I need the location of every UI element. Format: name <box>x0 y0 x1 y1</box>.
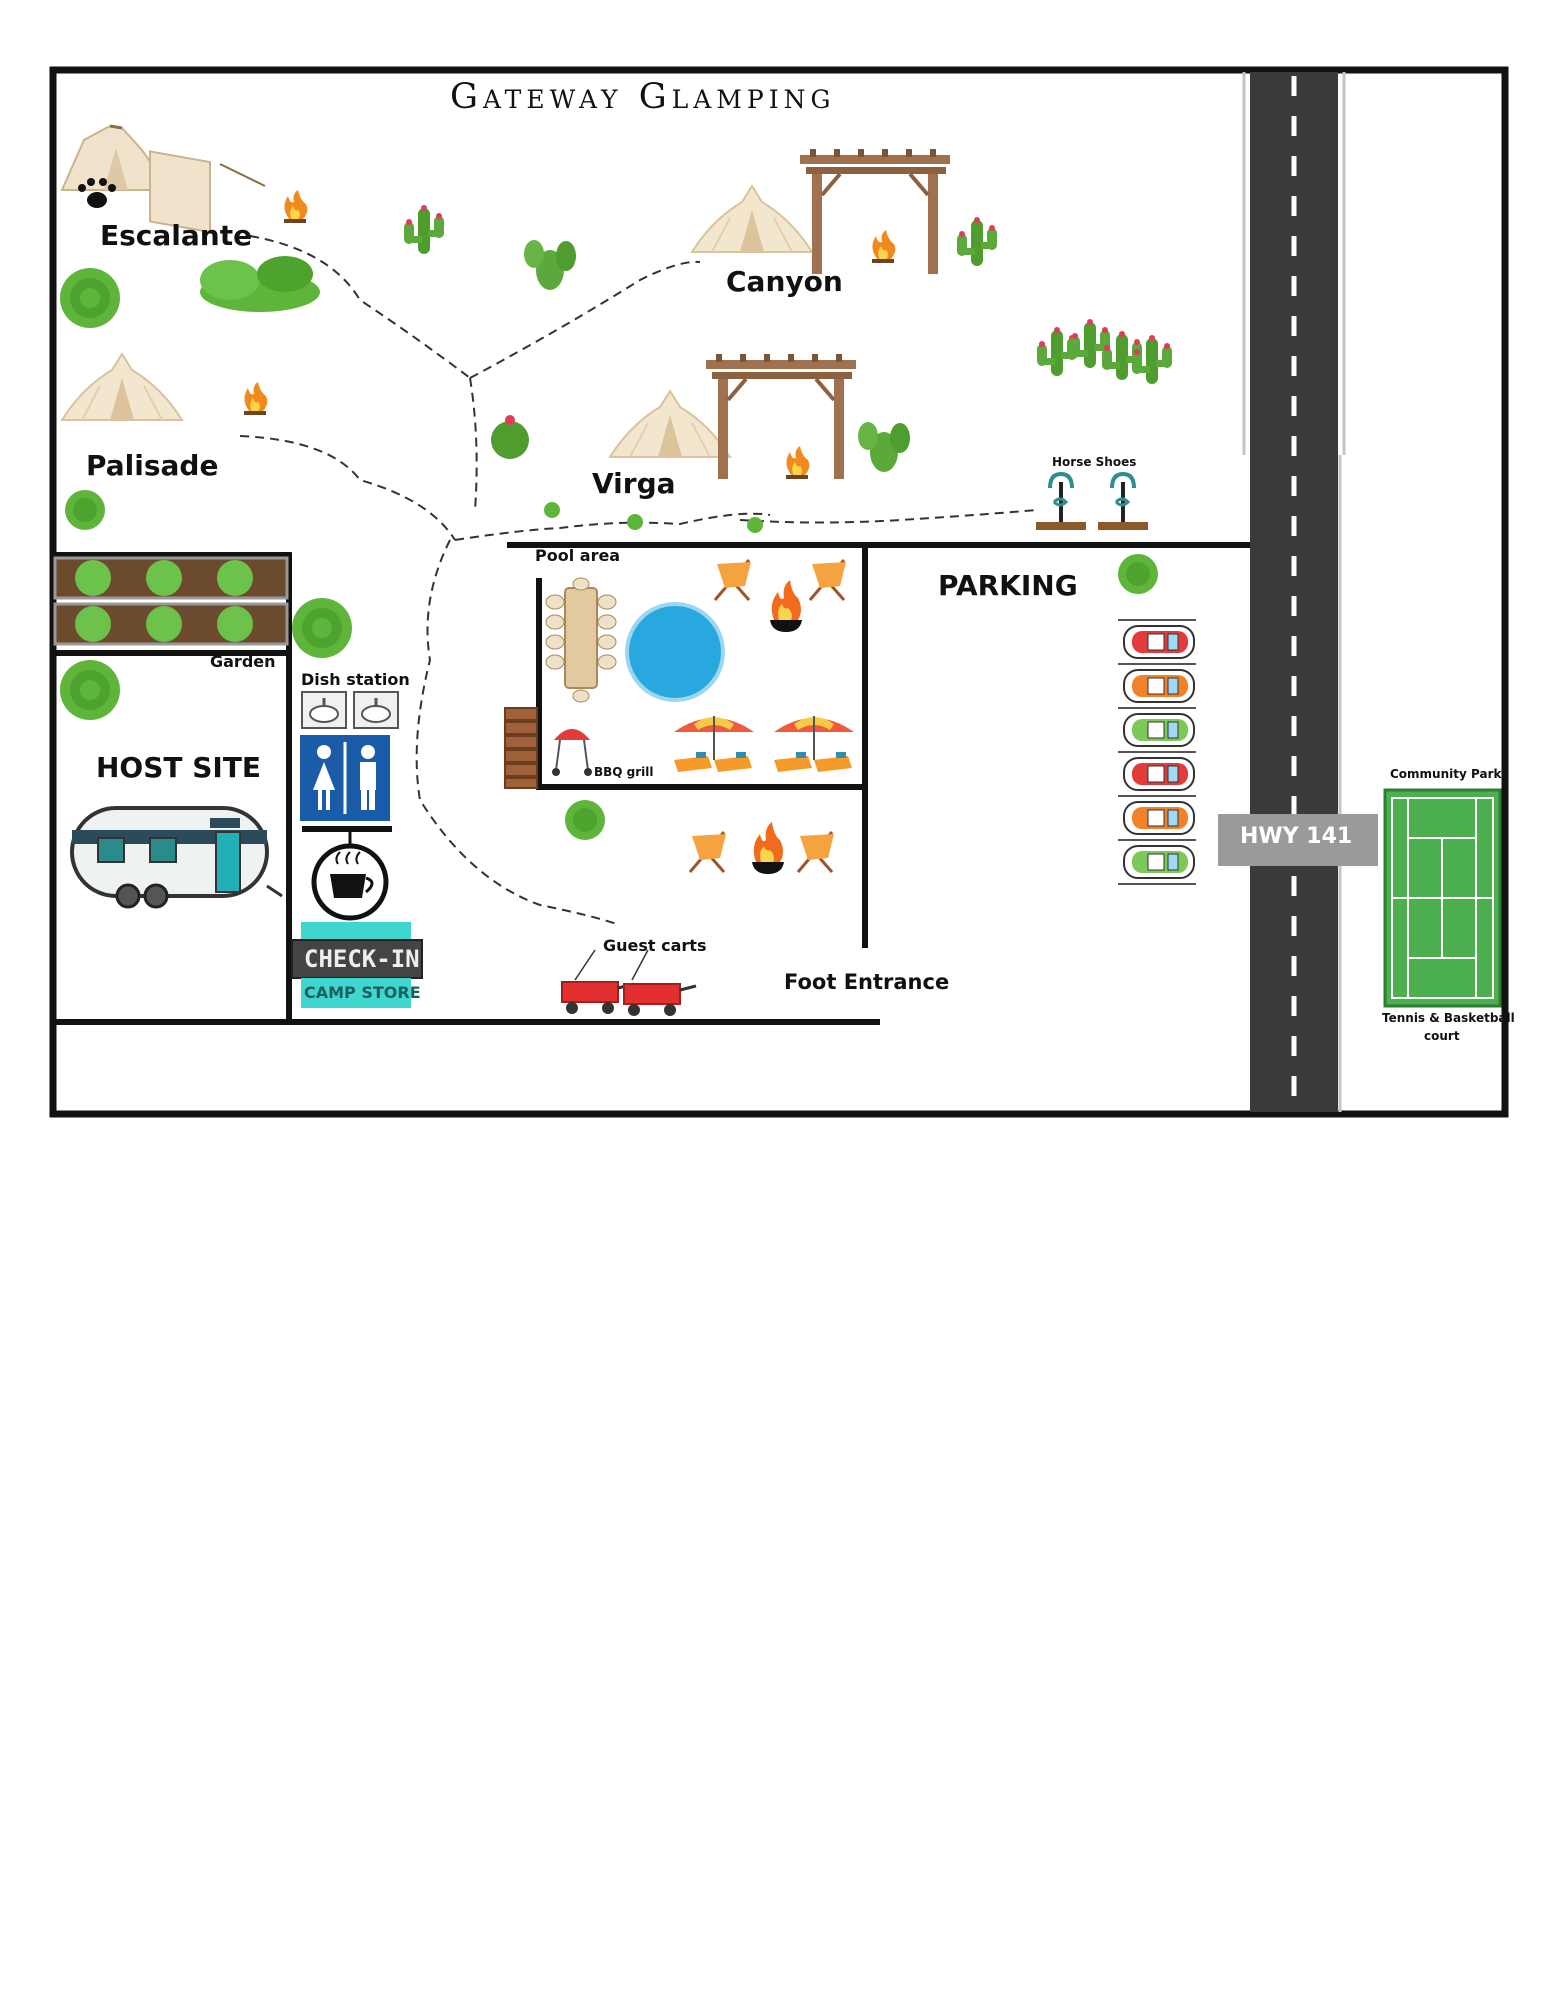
car-icon <box>1123 757 1195 791</box>
small-bush-icons <box>544 502 763 533</box>
chair-icon <box>713 558 753 602</box>
umbrella-lounger-icon <box>673 715 755 773</box>
sink-icon <box>300 690 348 730</box>
shrub-icon <box>200 256 320 312</box>
check-in-sign <box>291 939 423 979</box>
area-label-dish-station: Dish station <box>301 670 410 689</box>
bush-icon <box>292 598 352 658</box>
cactus-icon <box>404 205 444 254</box>
site-label-escalante[interactable]: Escalante <box>100 219 253 252</box>
car-icon <box>1123 713 1195 747</box>
palisade-tent-icon <box>61 353 183 421</box>
camp-store-sign <box>301 978 411 1008</box>
campfire-icon <box>872 230 896 263</box>
site-label-host-site[interactable]: HOST SITE <box>96 751 262 784</box>
chair-icon <box>808 558 848 602</box>
car-icon <box>1123 801 1195 835</box>
site-label-palisade[interactable]: Palisade <box>86 449 219 482</box>
site-label-virga[interactable]: Virga <box>592 467 676 500</box>
paw-icon <box>78 178 116 208</box>
hwy-label: HWY 141 <box>1240 824 1353 849</box>
area-label-community-park: Community Park <box>1390 767 1502 781</box>
campfire-icon <box>786 446 810 479</box>
hwy-sign <box>1218 814 1378 866</box>
firepit-icon <box>770 580 802 632</box>
area-label-parking: PARKING <box>938 569 1078 602</box>
car-icon <box>1123 845 1195 879</box>
firepit-icon <box>752 822 784 874</box>
area-label-foot-entrance: Foot Entrance <box>784 970 950 994</box>
virga-tent-icon <box>609 390 731 458</box>
cactus-icon <box>524 240 576 290</box>
guest-cart-leaders <box>574 949 649 981</box>
site-label-canyon[interactable]: Canyon <box>726 265 843 298</box>
dining-table-icon <box>545 577 617 703</box>
area-label-garden: Garden <box>210 652 276 671</box>
area-label-horse-shoes: Horse Shoes <box>1052 455 1137 469</box>
restroom-icon <box>300 735 390 821</box>
walking-paths <box>239 235 1037 926</box>
map-title: Gateway Glamping <box>450 77 836 117</box>
car-icon <box>1123 669 1195 703</box>
chair-icon <box>796 830 836 874</box>
area-label-court-line2: court <box>1424 1029 1460 1043</box>
cactus-icon <box>957 217 997 266</box>
barrel-cactus-icon <box>491 415 529 459</box>
check-in-strip <box>301 922 411 940</box>
firewood-icon <box>504 707 538 789</box>
area-label-court-line1: Tennis & Basketball <box>1382 1011 1515 1025</box>
car-icon <box>1123 625 1195 659</box>
parking-lot <box>1118 619 1196 885</box>
wagon-icon <box>622 982 698 1018</box>
area-label-pool-area: Pool area <box>535 546 621 565</box>
pool-icon <box>625 602 725 702</box>
map-border <box>49 66 1509 1118</box>
interior-walls <box>53 542 1250 1025</box>
sink-icon <box>352 690 400 730</box>
garden-beds-icon <box>53 556 289 646</box>
check-in-label[interactable]: CHECK-IN <box>304 945 420 973</box>
bush-icon <box>565 800 605 840</box>
horseshoe-stake-icon <box>1096 472 1150 532</box>
trailer-icon <box>70 806 283 909</box>
bush-icon <box>60 268 120 328</box>
cactus-cluster-icon <box>1037 319 1172 384</box>
campfire-icon <box>244 382 268 415</box>
virga-pergola-icon <box>704 352 858 481</box>
umbrella-lounger-icon <box>773 715 855 773</box>
canyon-tent-icon <box>691 185 813 253</box>
area-label-guest-carts: Guest carts <box>603 936 707 955</box>
campfire-icon <box>284 190 308 223</box>
coffee-icon <box>302 826 392 921</box>
cactus-icon <box>858 422 910 472</box>
court-icon <box>1383 788 1502 1008</box>
bush-icon <box>65 490 105 530</box>
chair-icon <box>688 830 728 874</box>
camp-store-label[interactable]: CAMP STORE <box>304 983 421 1002</box>
area-label-bbq-grill: BBQ grill <box>594 765 654 779</box>
highway <box>1242 72 1346 1112</box>
bbq-grill-icon <box>552 729 592 776</box>
bush-icon <box>60 660 120 720</box>
horseshoe-stake-icon <box>1034 472 1088 532</box>
bush-icon <box>1118 554 1158 594</box>
